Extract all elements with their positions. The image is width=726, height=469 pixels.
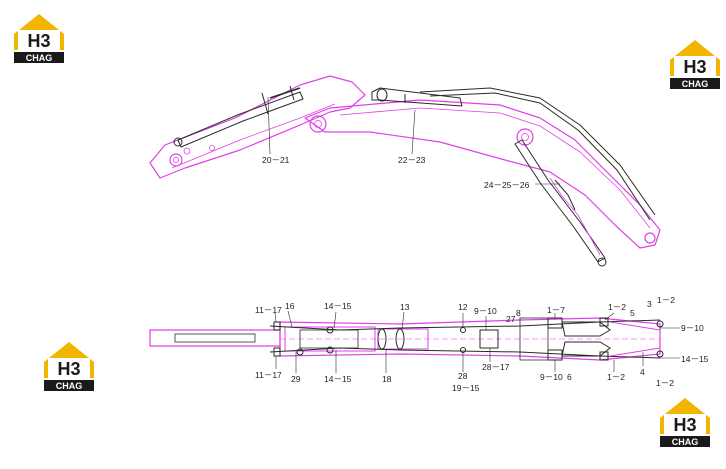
callout-13: 13: [400, 302, 410, 312]
svg-text:CHAG: CHAG: [672, 437, 699, 447]
callout-22-23: 22－23: [398, 155, 426, 165]
side-view: [149, 75, 661, 267]
callout-3: 3: [647, 299, 652, 309]
callout-9-10-bot: 9－10: [540, 372, 563, 382]
plan-hose-upper: [269, 319, 661, 331]
callout-16: 16: [285, 301, 295, 311]
callout-29: 29: [291, 374, 301, 384]
boom-outline: [304, 99, 661, 249]
part-callouts: 20－21 22－23 24－25－26 11－17 16 14－15 13 1…: [255, 155, 709, 393]
callout-11-17-top: 11－17: [255, 305, 282, 315]
callout-5: 5: [630, 308, 635, 318]
callout-9-10-right: 9－10: [681, 323, 704, 333]
callout-24-25-26: 24－25－26: [484, 180, 530, 190]
svg-text:CHAG: CHAG: [56, 381, 83, 391]
callout-11-17-bot: 11－17: [255, 370, 282, 380]
boom-pipe-upper: [419, 87, 656, 216]
callout-20-21: 20－21: [262, 155, 290, 165]
callout-4: 4: [640, 367, 645, 377]
callout-1-2-top: 1－2: [608, 302, 626, 312]
plan-arm-outline: [149, 329, 281, 347]
callout-14-15-top: 14－15: [324, 301, 352, 311]
arm-cylinder: [371, 87, 463, 107]
h3-logo-icon: H3 CHAG: [660, 398, 710, 447]
callout-1-2-bot: 1－2: [607, 372, 625, 382]
plan-hose-lower: [269, 347, 661, 359]
plan-view: [149, 310, 680, 373]
callout-18: 18: [382, 374, 392, 384]
callout-9-10-top: 9－10: [474, 306, 497, 316]
h3-logo-icon: H3 CHAG: [44, 342, 94, 391]
boom-foot-pin: [644, 232, 656, 244]
plan-boom-outline: [279, 317, 661, 361]
svg-text:H3: H3: [27, 31, 50, 51]
callout-8: 8: [516, 308, 521, 318]
arm-tip-pin: [169, 153, 183, 167]
bucket-cylinder: [177, 91, 304, 148]
callout-1-2-right: 1－2: [657, 295, 675, 305]
h3-logo-icon: H3 CHAG: [14, 14, 64, 63]
brand-logo-top-left: H3 CHAG: [10, 12, 68, 64]
callout-28: 28: [458, 371, 468, 381]
svg-text:H3: H3: [57, 359, 80, 379]
callout-14-15-bot: 14－15: [324, 374, 352, 384]
boom-pipe-lower: [429, 92, 651, 221]
callout-28-17: 28－17: [482, 362, 510, 372]
callout-1-2-bot-right: 1－2: [656, 378, 674, 388]
callout-19-15: 19－15: [452, 383, 480, 393]
brand-logo-bottom-right: H3 CHAG: [656, 396, 714, 448]
svg-text:H3: H3: [673, 415, 696, 435]
brand-logo-top-right: H3 CHAG: [666, 38, 724, 90]
brand-logo-bottom-left: H3 CHAG: [40, 340, 98, 392]
callout-14-15-right: 14－15: [681, 354, 709, 364]
arm-outline: [149, 75, 366, 179]
h3-logo-icon: H3 CHAG: [670, 40, 720, 89]
callout-1-7: 1－7: [547, 305, 565, 315]
callout-27: 27: [506, 314, 516, 324]
boom-cylinder-pin: [516, 128, 534, 146]
boom-arm-joint-pin: [309, 115, 327, 133]
svg-text:CHAG: CHAG: [26, 53, 53, 63]
svg-text:H3: H3: [683, 57, 706, 77]
callout-6: 6: [567, 372, 572, 382]
callout-12: 12: [458, 302, 468, 312]
svg-text:CHAG: CHAG: [682, 79, 709, 89]
